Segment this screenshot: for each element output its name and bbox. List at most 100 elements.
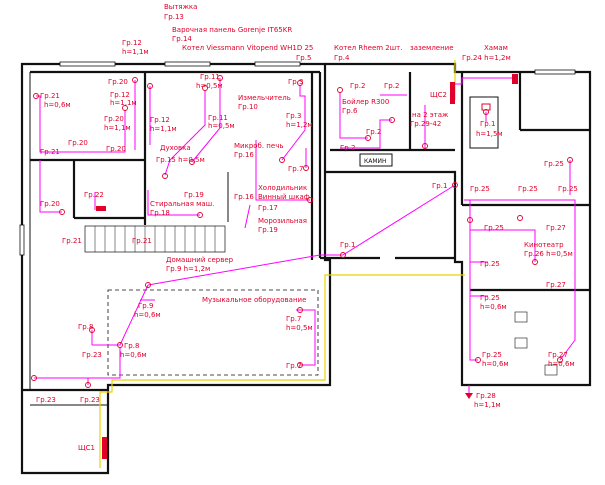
label-gr2-a: Гр.2 — [350, 82, 365, 90]
label-gr20-b: Гр.20 — [104, 115, 124, 123]
label-h11-a: h=1,1м — [122, 48, 149, 56]
socket-icon — [217, 75, 223, 81]
label-gr11-b: Гр.11 — [208, 114, 228, 122]
label-gr16-b: Гр.16 — [234, 193, 254, 201]
socket-icon — [532, 259, 538, 265]
socket-icon — [467, 217, 473, 223]
label-kamin: КАМИН — [364, 158, 387, 165]
label-gr15: Гр.15 h=0,5м — [156, 156, 205, 164]
label-gr19: Гр.19 — [184, 191, 204, 199]
label-gr21-d: Гр.21 — [132, 237, 152, 245]
label-gr27-b: Гр.27 — [546, 281, 566, 289]
label-gr2-b: Гр.2 — [384, 82, 399, 90]
label-gr20-c: Гр.20 — [68, 139, 88, 147]
label-rheem: Котел Rheem 2шт. — [334, 44, 402, 52]
window-2 — [164, 61, 211, 67]
label-gr23-b: Гр.23 — [36, 396, 56, 404]
mains-feed — [99, 274, 465, 468]
label-gr28: Гр.28 — [476, 392, 496, 400]
label-ground: заземление — [410, 44, 454, 52]
socket-icon — [389, 117, 395, 123]
label-gr8: Гр.8 — [78, 323, 93, 331]
label-gr16: Гр.16 — [234, 151, 254, 159]
label-gr8-b: Гр.8 — [124, 342, 139, 350]
label-gr6: Гр.6 — [342, 107, 358, 115]
label-h06-d: h=0,6м — [120, 351, 147, 359]
label-gr23-c: Гр.23 — [80, 396, 100, 404]
label-fridge: Холодильник — [258, 184, 307, 192]
label-h12-a: h=1,2м — [286, 121, 313, 129]
socket-icon — [279, 157, 285, 163]
music-zone-outline — [107, 289, 319, 376]
label-gr27-a: Гр.27 — [546, 224, 566, 232]
heater-icon — [96, 206, 106, 211]
label-gr2-d: Гр.2 — [340, 144, 355, 152]
label-gr25-f: Гр.25 — [480, 260, 500, 268]
ground-icon — [465, 393, 473, 399]
label-freezer: Морозильная — [258, 217, 307, 225]
label-gr25-h: Гр.25 — [482, 351, 502, 359]
label-gr21-c: Гр.21 — [62, 237, 82, 245]
label-hob: Варочная панель Gorenje IT65KR — [172, 26, 292, 34]
label-gr12-top: Гр.12 — [122, 39, 142, 47]
label-gr25-a: Гр.25 — [544, 160, 564, 168]
label-gr7-b: Гр.7 — [286, 315, 301, 323]
label-oven: Духовка — [160, 144, 191, 152]
label-wine: Винный шкаф — [258, 193, 310, 201]
label-h11-c: h=1,1м — [104, 124, 131, 132]
walls — [19, 61, 592, 475]
label-gr1-b: Гр.1 — [432, 182, 447, 190]
distribution-panel-shch1 — [102, 437, 107, 459]
label-hamam: Хамам — [484, 44, 508, 52]
label-gr25-b: Гр.25 — [470, 185, 490, 193]
socket-icon — [122, 105, 128, 111]
label-h05-b: h=0,5м — [208, 122, 235, 130]
label-gr12-b: Гр.12 — [110, 91, 130, 99]
label-h15-a: h=1,5м — [476, 130, 503, 138]
window-5 — [19, 224, 25, 256]
label-h06-a: h=0,6м — [44, 101, 71, 109]
label-gr29-42: Гр.29-42 — [410, 120, 441, 128]
socket-icon — [307, 197, 313, 203]
label-gr12-c: Гр.12 — [150, 116, 170, 124]
label-shch2: ЩС2 — [430, 91, 447, 99]
label-gr10: Гр.10 — [238, 103, 258, 111]
socket-icon — [31, 375, 37, 381]
label-gr23-a: Гр.23 — [82, 351, 102, 359]
label-h06-f: h=0,6м — [548, 360, 575, 368]
labels: Вытяжка Гр.13 Варочная панель Gorenje IT… — [36, 3, 578, 452]
label-gr27-c: Гр.27 — [548, 351, 568, 359]
socket-icon — [297, 362, 303, 368]
window-4 — [534, 69, 576, 75]
label-gr25-c: Гр.25 — [518, 185, 538, 193]
fixture-1 — [514, 311, 528, 323]
label-gr21-b: Гр.21 — [40, 148, 60, 156]
sauna-device-icon — [481, 103, 491, 111]
label-gr13: Гр.13 — [164, 13, 184, 21]
socket-icon — [365, 135, 371, 141]
label-boiler300: Бойлер R300 — [342, 98, 389, 106]
label-floor2: на 2 этаж — [412, 111, 449, 119]
label-boiler-viessmann: Котел Viessmann Vitopend WH1D 25 — [182, 44, 313, 52]
label-gr21-a: Гр.21 — [40, 92, 60, 100]
label-gr11: Гр.11 — [200, 73, 220, 81]
label-vytyazhka: Вытяжка — [164, 3, 197, 11]
label-gr14: Гр.14 — [172, 35, 192, 43]
socket-icon — [422, 143, 428, 149]
label-server: Домашний сервер — [166, 256, 234, 264]
socket-icon — [189, 159, 195, 165]
label-gr18: Гр.18 — [150, 209, 170, 217]
label-gr2-c: Гр.2 — [366, 128, 381, 136]
label-gr9-b: Гр.9 — [138, 302, 153, 310]
label-h11-e: h=1,1м — [474, 401, 501, 409]
socket-icon — [340, 252, 346, 258]
fixture-2 — [514, 337, 528, 349]
socket-icon — [117, 342, 123, 348]
fireplace — [359, 153, 393, 167]
label-gr9: Гр.9 h=1,2м — [166, 265, 210, 273]
label-gr7-c: Гр.7 — [286, 362, 301, 370]
label-h06-b: h=0,6м — [134, 311, 161, 319]
fixture-3 — [544, 364, 558, 376]
socket-icon — [303, 165, 309, 171]
socket-icon — [297, 307, 303, 313]
